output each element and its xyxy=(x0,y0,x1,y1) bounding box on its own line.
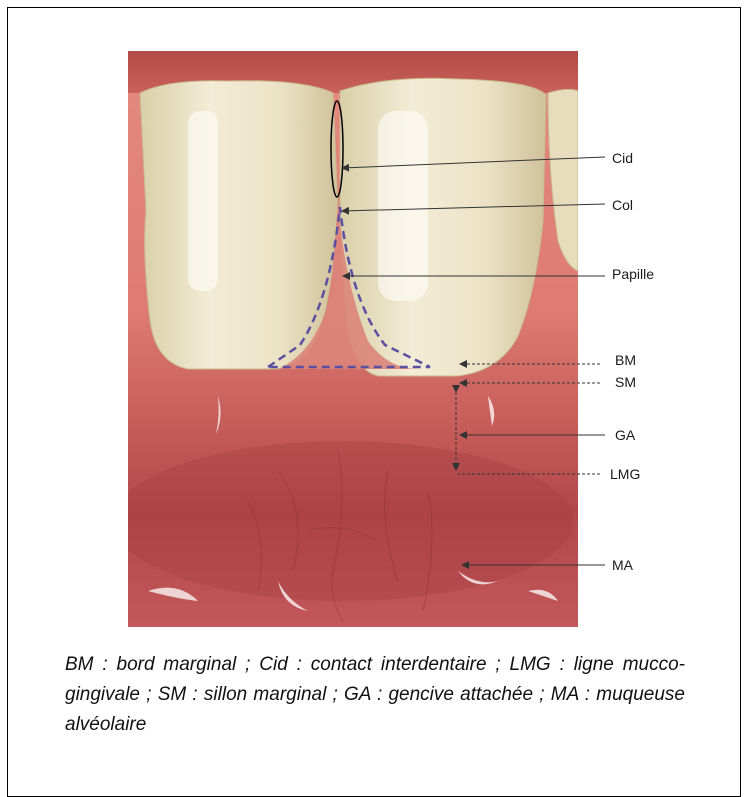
figure-caption: BM : bord marginal ; Cid : contact inter… xyxy=(65,650,685,740)
label-bm: BM xyxy=(615,352,636,368)
papilla-outline xyxy=(268,207,430,367)
label-col: Col xyxy=(612,197,633,213)
label-ga: GA xyxy=(615,427,635,443)
contact-ellipse xyxy=(331,101,343,197)
cid-arrow xyxy=(342,157,605,168)
label-cid: Cid xyxy=(612,150,633,166)
label-papille: Papille xyxy=(612,266,654,282)
label-lmg: LMG xyxy=(610,466,640,482)
label-sm: SM xyxy=(615,374,636,390)
label-ma: MA xyxy=(612,557,633,573)
col-arrow xyxy=(342,204,605,211)
